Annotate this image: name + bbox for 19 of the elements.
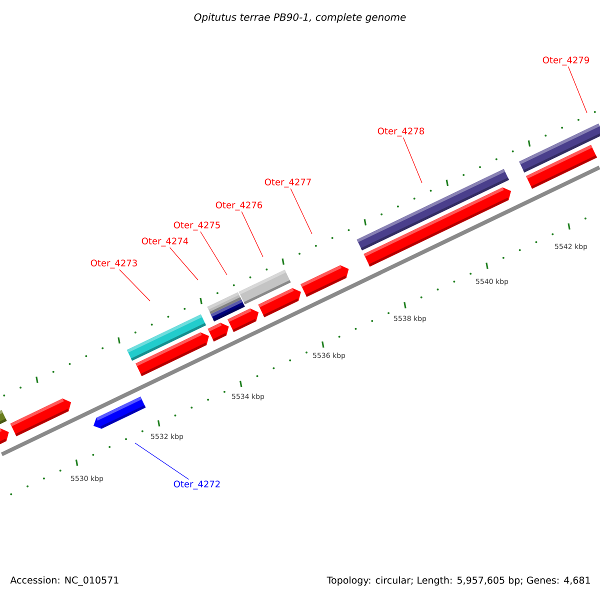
leader-line <box>403 137 422 184</box>
leader-line <box>119 269 150 302</box>
leader-line <box>241 211 264 258</box>
leader-line <box>568 66 588 114</box>
gene-label: Oter_4274 <box>142 238 188 246</box>
title: Opitutus terrae PB90-1, complete genome <box>194 13 406 23</box>
leader-line <box>290 188 312 234</box>
leader-line <box>170 247 198 280</box>
gene-label: Oter_4275 <box>174 222 220 230</box>
gene-label: Oter_4273 <box>90 260 137 268</box>
genome-summary-text: Topology: circular; Length: 5,957,605 bp; Genes: 4,681 <box>326 576 590 586</box>
accession-text: Accession: NC_010571 <box>10 576 118 586</box>
leader-line <box>200 231 228 276</box>
leader-line <box>134 442 190 480</box>
gene-label: Oter_4279 <box>542 56 589 66</box>
gene-label: Oter_4278 <box>378 128 424 136</box>
gene-label: Oter_4276 <box>216 202 262 210</box>
gene-label: Oter_4272 <box>174 480 220 490</box>
gene-label: Oter_4277 <box>264 178 311 188</box>
